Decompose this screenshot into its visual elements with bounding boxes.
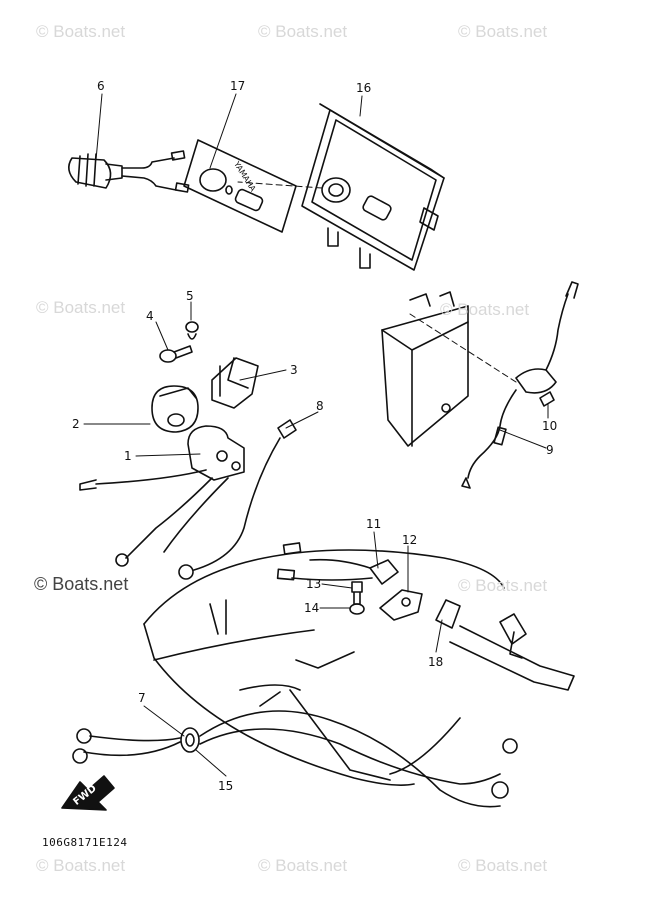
cam-part-12 <box>379 589 423 621</box>
watermark: © Boats.net <box>36 856 126 875</box>
watermark: © Boats.net <box>440 300 530 319</box>
harness-part-7 <box>72 710 518 808</box>
cdi-unit-part-9 <box>381 281 579 489</box>
bottom-cowling <box>143 549 505 786</box>
callout-label: 18 <box>428 655 444 669</box>
callout-label: 6 <box>97 79 105 93</box>
clamp-part-2 <box>151 385 199 433</box>
watermark: © Boats.net <box>458 22 548 41</box>
callout-label: 5 <box>186 289 194 303</box>
drawing-code: 106G8171E124 <box>42 836 128 849</box>
watermark: © Boats.net <box>258 22 348 41</box>
callout-label: 12 <box>402 533 418 547</box>
grommet-part-15 <box>180 727 200 753</box>
callout-label: 2 <box>72 417 80 431</box>
callout-label: 3 <box>290 363 298 377</box>
panel-plate-part-17 <box>183 139 297 233</box>
neutral-switch-part-11 <box>276 542 399 585</box>
watermark: © Boats.net <box>458 576 548 595</box>
callout-label: 14 <box>304 601 320 615</box>
callout-label: 10 <box>542 419 558 433</box>
callout-label: 4 <box>146 309 154 323</box>
callout-label: 7 <box>138 691 146 705</box>
lever-part-18 <box>435 599 575 691</box>
fwd-arrow-icon <box>61 775 115 811</box>
screw-part-4 <box>159 345 193 363</box>
bracket-part-3 <box>211 357 259 409</box>
kill-switch-part-6 <box>68 150 190 193</box>
watermark: © Boats.net <box>258 856 348 875</box>
wire-part-8 <box>178 419 297 580</box>
callout-label: 16 <box>356 81 372 95</box>
callout-label: 15 <box>218 779 234 793</box>
leader-lines <box>83 93 549 777</box>
switch-panel-part-16 <box>301 103 445 271</box>
washer-part-5 <box>185 321 199 340</box>
callout-label: 9 <box>546 443 554 457</box>
watermark: © Boats.net <box>458 856 548 875</box>
watermark: © Boats.net <box>34 574 129 594</box>
watermark: © Boats.net <box>36 298 126 317</box>
bolt-part-13 <box>351 581 363 605</box>
callout-label: 13 <box>306 577 322 591</box>
callout-label: 11 <box>366 517 382 531</box>
relay-part-1 <box>79 425 245 567</box>
watermark: © Boats.net <box>36 22 126 41</box>
nut-part-14 <box>349 603 365 615</box>
callout-label: 8 <box>316 399 324 413</box>
callout-label: 1 <box>124 449 132 463</box>
pin-part-10 <box>539 391 555 407</box>
callout-label: 17 <box>230 79 246 93</box>
